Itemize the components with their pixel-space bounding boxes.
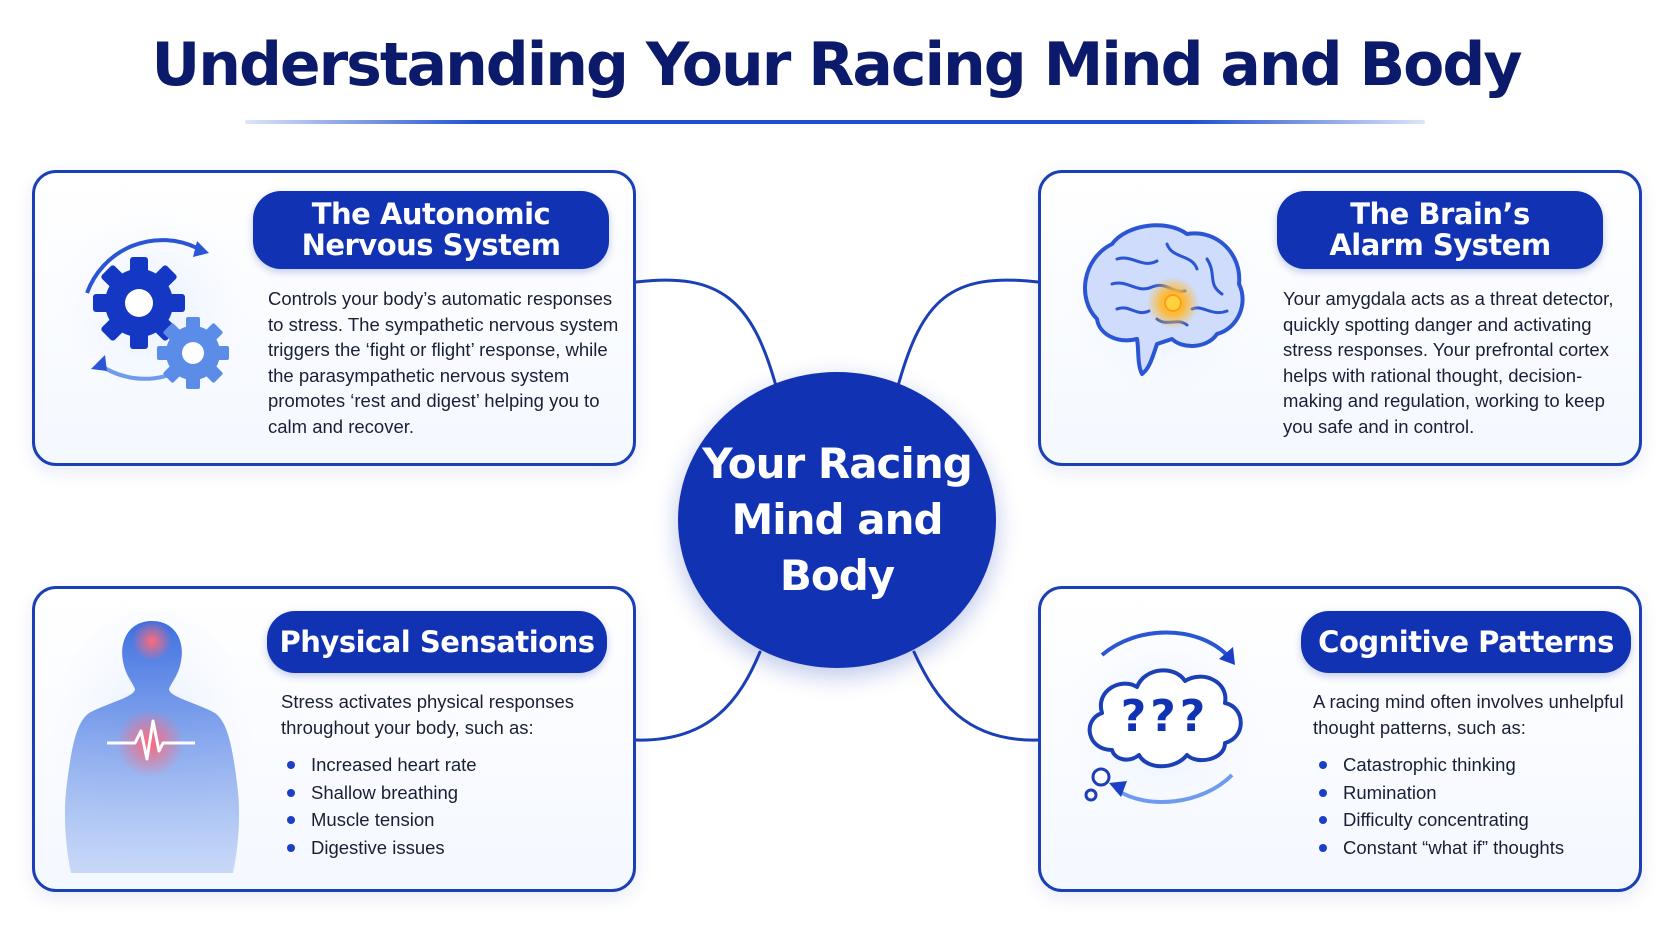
card-description: Stress activates physical responses thro…: [281, 691, 575, 738]
card-autonomic-nervous-system: The Autonomic Nervous System Controls yo…: [32, 170, 636, 466]
connector-top-right: [896, 278, 1040, 388]
list-item: Increased heart rate: [285, 751, 477, 779]
list-item: Digestive issues: [285, 834, 477, 862]
card-description: A racing mind often involves unhelpful t…: [1313, 691, 1624, 738]
connector-bottom-left: [634, 650, 762, 742]
card-heading: The Brain’s Alarm System: [1277, 191, 1603, 269]
svg-text:???: ???: [1121, 691, 1210, 742]
bullet-icon: [287, 761, 295, 769]
list-item: Catastrophic thinking: [1317, 751, 1564, 779]
bullet-icon: [287, 788, 295, 797]
list-item: Difficulty concentrating: [1317, 806, 1564, 834]
card-heading: Physical Sensations: [267, 611, 607, 673]
card-cognitive-patterns: ??? Cognitive Patterns A racing mind oft…: [1038, 586, 1642, 892]
bullet-icon: [1319, 788, 1327, 797]
body-silhouette-icon: [52, 608, 252, 878]
bullet-icon: [287, 816, 295, 824]
bullet-icon: [1319, 843, 1327, 852]
connector-bottom-right: [912, 650, 1040, 742]
card-heading: Cognitive Patterns: [1301, 611, 1631, 673]
list-item: Constant “what if” thoughts: [1317, 834, 1564, 862]
thought-cloud-icon: ???: [1061, 619, 1269, 827]
card-heading: The Autonomic Nervous System: [253, 191, 609, 269]
page-title: Understanding Your Racing Mind and Body: [151, 30, 1523, 100]
list-item: Rumination: [1317, 779, 1564, 807]
card-physical-sensations: Physical Sensations Stress activates phy…: [32, 586, 636, 892]
bullet-icon: [1319, 761, 1327, 769]
center-hub: Your Racing Mind and Body: [678, 372, 996, 668]
bullet-icon: [1319, 816, 1327, 824]
card-description: Your amygdala acts as a threat detector,…: [1283, 288, 1614, 437]
brain-icon: [1062, 204, 1262, 404]
bullet-icon: [287, 843, 295, 852]
list-item: Shallow breathing: [285, 779, 477, 807]
thought-pattern-list: Catastrophic thinking Rumination Difficu…: [1317, 751, 1564, 861]
symptom-list: Increased heart rate Shallow breathing M…: [285, 751, 477, 861]
card-brain-alarm-system: The Brain’s Alarm System Your amygdala a…: [1038, 170, 1642, 466]
connector-top-left: [634, 278, 778, 388]
list-item: Muscle tension: [285, 806, 477, 834]
card-description: Controls your body’s automatic responses…: [268, 288, 619, 437]
center-label: Your Racing Mind and Body: [702, 439, 973, 600]
title-underline: [245, 120, 1425, 124]
gears-icon: [52, 208, 252, 408]
